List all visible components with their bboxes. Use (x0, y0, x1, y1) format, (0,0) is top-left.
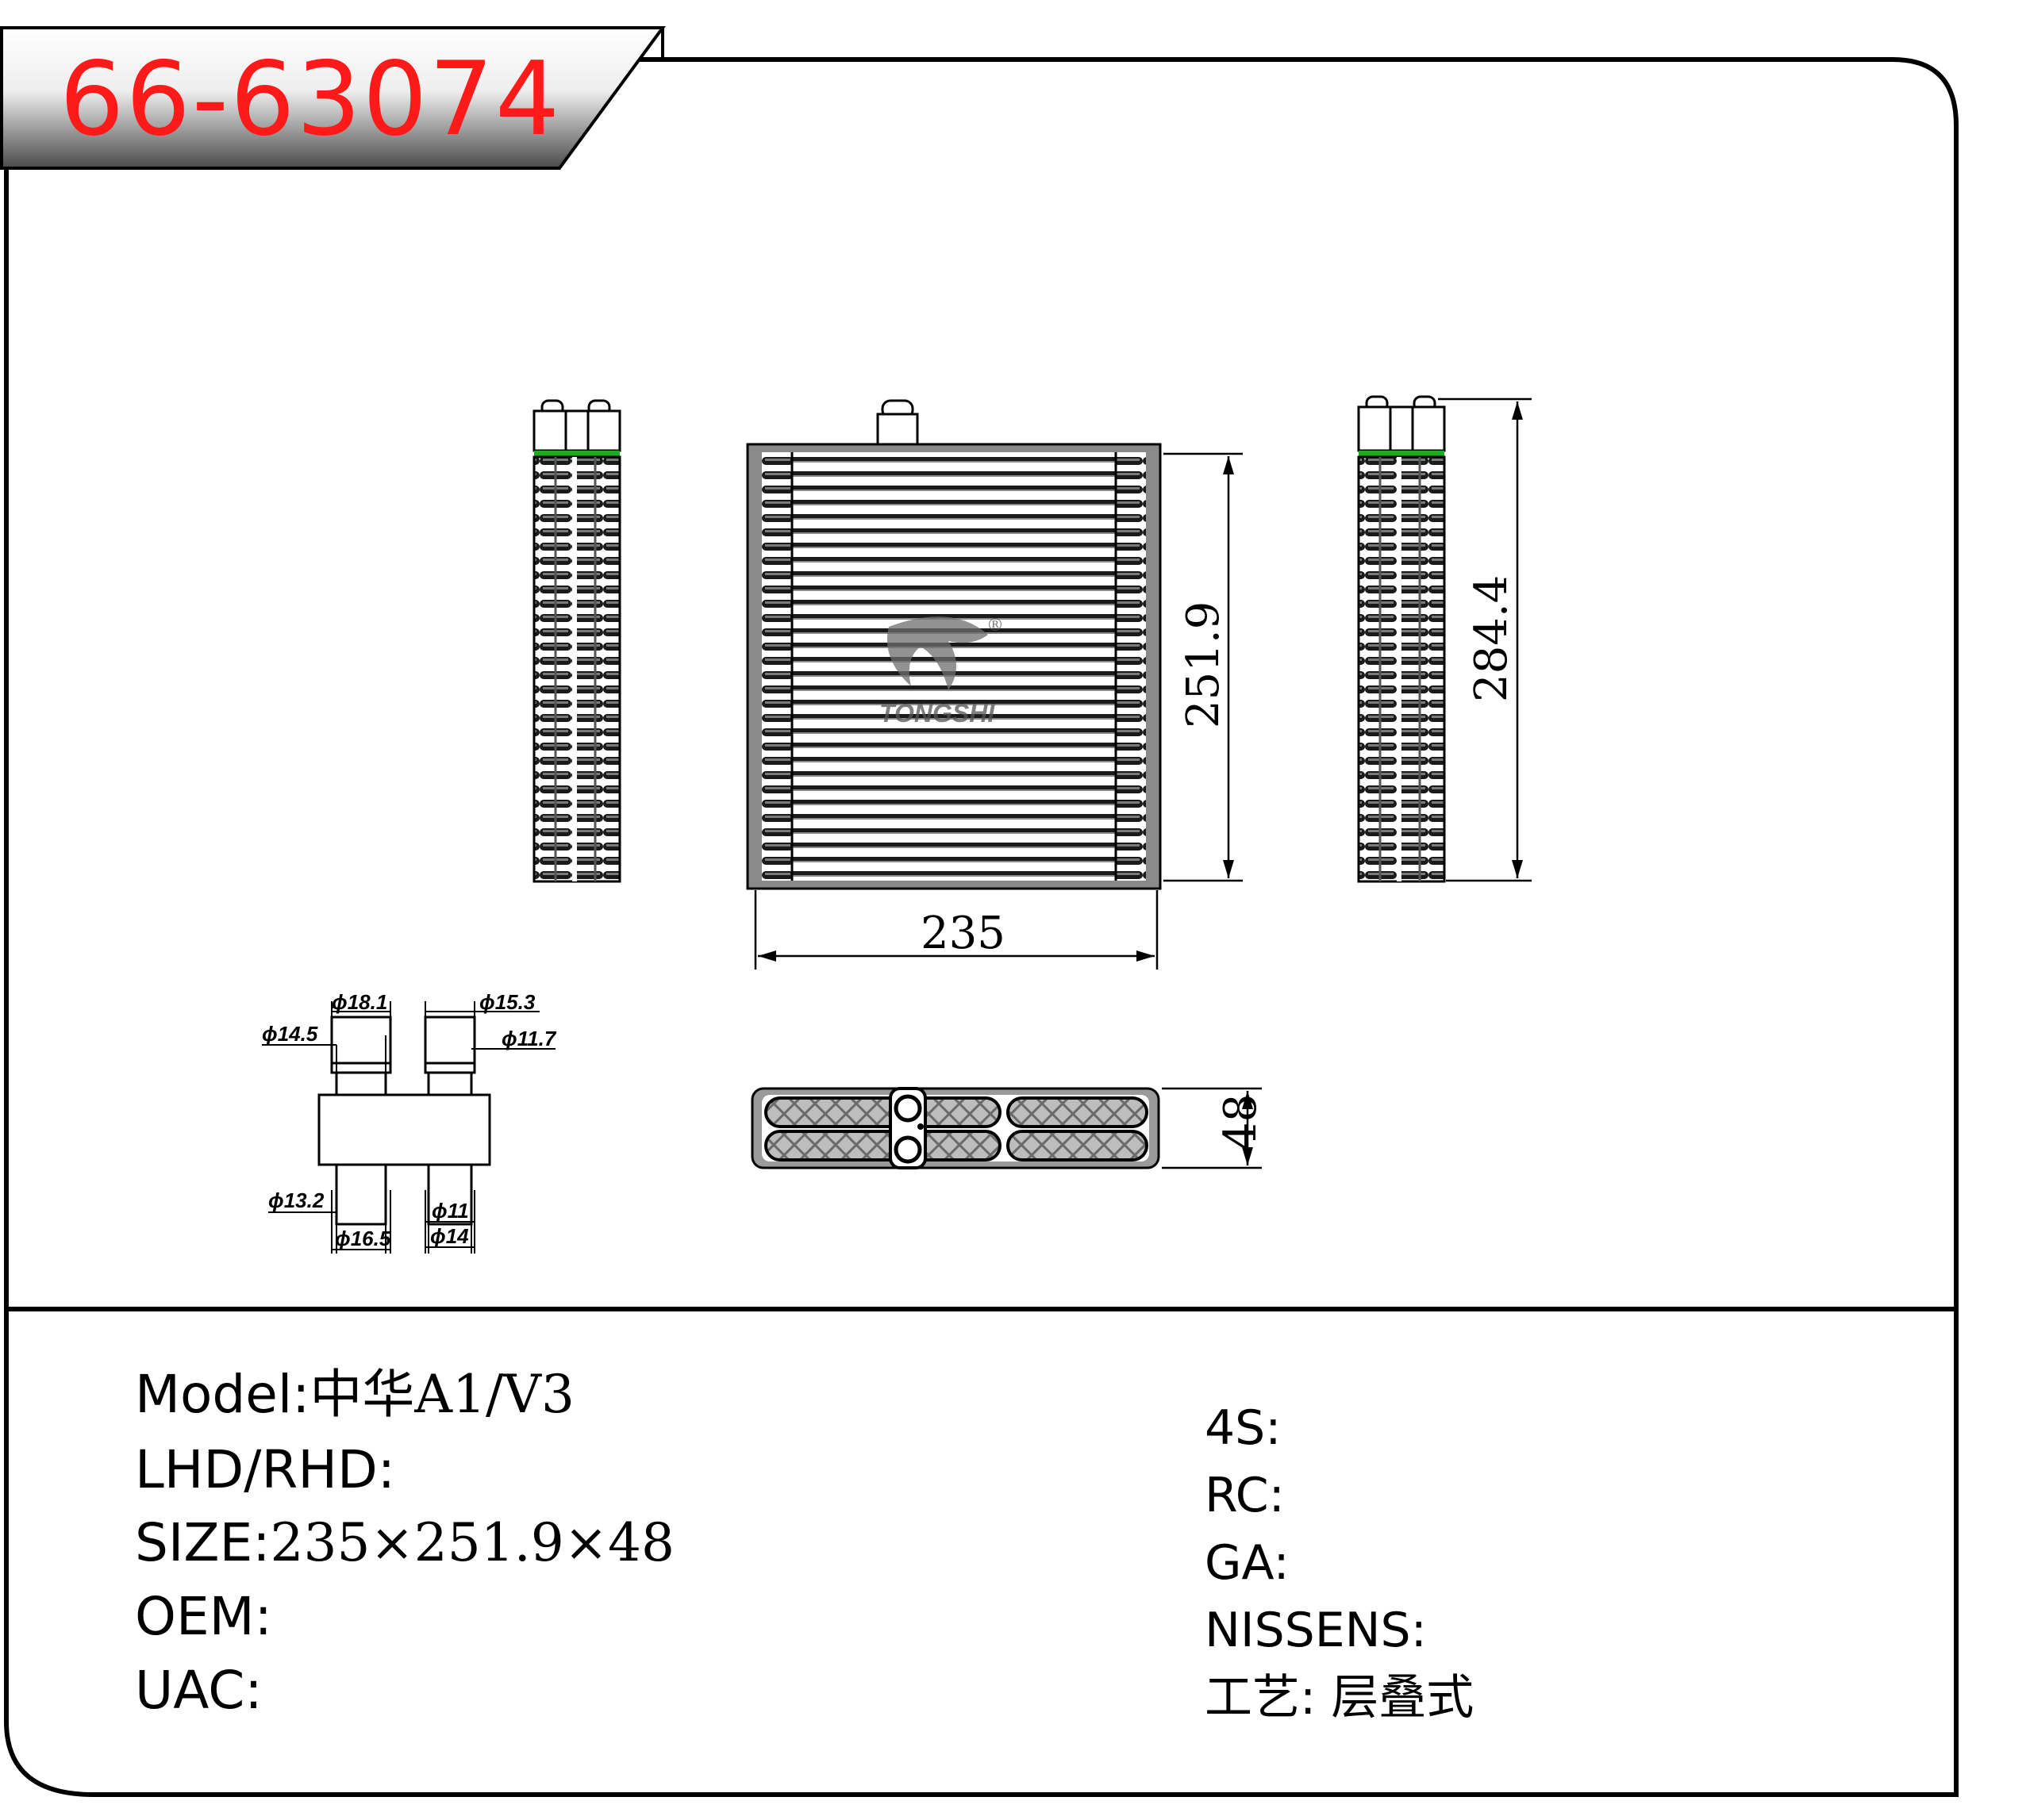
fitting-detail (317, 1016, 491, 1226)
spec-process-value: 层叠式 (1331, 1670, 1474, 1726)
spec-nissens-label: NISSENS: (1205, 1603, 1427, 1658)
spec-uac-label: UAC: (135, 1660, 263, 1721)
brand-logo-text: TONGSHI (879, 699, 995, 728)
dim-width (754, 890, 1159, 970)
left-side-view (532, 399, 621, 883)
spec-rc-label: RC: (1205, 1468, 1285, 1523)
right-side-view (1357, 395, 1446, 883)
frame-border (3, 57, 1959, 1797)
callout-top-left-outer: ϕ18.1 (332, 990, 387, 1014)
spec-process-label: 工艺: (1205, 1670, 1317, 1726)
part-number-tab (0, 26, 666, 170)
brand-logo: TONGSHI ® (879, 616, 1004, 728)
spec-process: 工艺: 层叠式 (1205, 1674, 1474, 1722)
part-number: 66-63074 (60, 40, 562, 159)
callout-top-right-outer: ϕ15.3 (479, 990, 536, 1014)
callout-top-left-inner: ϕ14.5 (262, 1022, 318, 1046)
spec-rc: RC: (1205, 1472, 1285, 1519)
spec-model-label: Model: (135, 1364, 310, 1425)
callout-bottom-right-inner: ϕ11 (432, 1199, 469, 1223)
dim-overall (1438, 397, 1532, 882)
spec-lhd-rhd-label: LHD/RHD: (135, 1439, 396, 1500)
spec-size-label: SIZE: (135, 1512, 271, 1573)
spec-model: Model:中华A1/V3 (135, 1369, 575, 1421)
spec-4s-label: 4S: (1205, 1400, 1282, 1456)
dim-overall-label: 284.4 (1466, 575, 1517, 702)
dim-width-label: 235 (921, 908, 1005, 959)
spec-nissens: NISSENS: (1205, 1607, 1427, 1654)
spec-oem-label: OEM: (135, 1586, 272, 1647)
dim-depth (1162, 1087, 1262, 1169)
spec-uac: UAC: (135, 1664, 263, 1717)
top-view (751, 1087, 1160, 1169)
callout-bottom-left-inner: ϕ13.2 (268, 1188, 325, 1212)
dim-height-label: 251.9 (1178, 601, 1229, 728)
registered-mark: ® (986, 616, 1004, 635)
spec-size-value: 235×251.9×48 (270, 1512, 675, 1573)
front-view: TONGSHI ® (746, 399, 1162, 890)
spec-ga: GA: (1205, 1539, 1290, 1587)
spec-size: SIZE:235×251.9×48 (135, 1517, 675, 1569)
spec-lhd-rhd: LHD/RHD: (135, 1444, 395, 1496)
spec-ga-label: GA: (1205, 1535, 1290, 1591)
spec-oem: OEM: (135, 1591, 272, 1643)
callout-top-right-inner: ϕ11.7 (502, 1027, 557, 1050)
fitting-leaders (262, 1001, 556, 1254)
spec-4s: 4S: (1205, 1404, 1281, 1452)
dim-depth-label: 48 (1215, 1094, 1267, 1150)
dim-height (1163, 452, 1243, 882)
callout-bottom-left-outer: ϕ16.5 (335, 1227, 391, 1250)
callout-bottom-right-outer: ϕ14 (430, 1224, 469, 1248)
spec-model-value: 中华A1/V3 (309, 1364, 575, 1425)
